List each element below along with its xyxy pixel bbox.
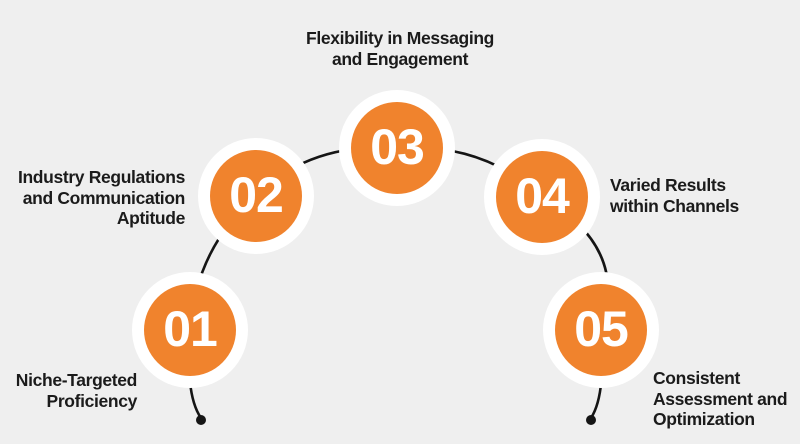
step-label-03: Flexibility in Messaging and Engagement [240, 28, 560, 69]
step-number-01: 01 [163, 301, 218, 357]
step-label-04: Varied Results within Channels [610, 175, 795, 216]
step-label-02-line2: and Communication [22, 187, 186, 208]
step-label-05-line3: Optimization [653, 409, 755, 429]
step-label-04-line2: within Channels [610, 195, 739, 216]
step-disc-02: 02 [210, 150, 302, 242]
endpoint-dot-left [196, 415, 206, 425]
step-label-05-line2: Assessment and [653, 388, 788, 409]
step-label-01: Niche-Targeted Proficiency [0, 370, 138, 411]
step-label-02: Industry Regulations and Communication A… [5, 167, 185, 229]
step-disc-05: 05 [555, 284, 647, 376]
step-label-01-line2: Proficiency [46, 390, 138, 411]
step-label-01-line1: Niche-Targeted [15, 370, 138, 390]
step-label-02-line3: Aptitude [116, 208, 186, 228]
step-label-05: Consistent Assessment and Optimization [653, 368, 798, 430]
step-label-03-line2: and Engagement [331, 48, 469, 69]
step-disc-01: 01 [144, 284, 236, 376]
step-label-04-line1: Varied Results [610, 175, 726, 195]
step-number-03: 03 [370, 119, 425, 175]
step-circle-02: 02 [198, 138, 314, 254]
step-circle-03: 03 [339, 90, 455, 206]
step-number-05: 05 [574, 301, 629, 357]
step-number-02: 02 [229, 167, 284, 223]
step-disc-03: 03 [351, 102, 443, 194]
step-label-02-line1: Industry Regulations [17, 167, 185, 187]
step-number-04: 04 [515, 168, 570, 224]
step-label-03-line1: Flexibility in Messaging [305, 28, 495, 48]
step-circle-04: 04 [484, 139, 600, 255]
step-circle-01: 01 [132, 272, 248, 388]
step-circle-05: 05 [543, 272, 659, 388]
step-disc-04: 04 [496, 151, 588, 243]
step-label-05-line1: Consistent [653, 368, 740, 388]
endpoint-dot-right [586, 415, 596, 425]
